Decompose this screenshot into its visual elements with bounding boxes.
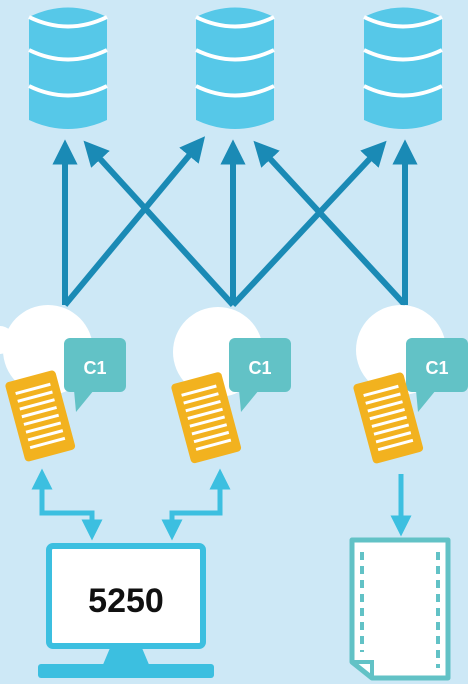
arrow-node1-terminal xyxy=(31,468,103,541)
node-2: C1 xyxy=(171,307,291,464)
arrow-node2-db3 xyxy=(230,140,387,308)
arrow-node2-terminal xyxy=(161,468,231,541)
badge-c1: C1 xyxy=(406,338,468,412)
database-icon xyxy=(363,7,443,129)
arrow-node3-db2 xyxy=(253,140,408,308)
badge-c1: C1 xyxy=(64,338,126,412)
document-icon xyxy=(353,372,424,464)
monitor-icon: 5250 xyxy=(38,543,214,678)
node-1: C1 xyxy=(0,305,126,462)
arrow-node1-db2 xyxy=(62,136,206,307)
badge-c1: C1 xyxy=(229,338,291,412)
arrow-node2-db1 xyxy=(83,140,236,308)
badge-label: C1 xyxy=(425,358,448,378)
database-icon xyxy=(195,7,275,129)
badge-label: C1 xyxy=(248,358,271,378)
printout-icon xyxy=(349,537,451,681)
connection-arrows xyxy=(52,136,418,308)
database-icon xyxy=(28,7,108,129)
node-3: C1 xyxy=(353,305,468,464)
document-icon xyxy=(171,372,242,464)
badge-label: C1 xyxy=(83,358,106,378)
document-icon xyxy=(5,370,76,462)
terminal-label: 5250 xyxy=(88,582,164,620)
terminal-connectors xyxy=(31,468,412,541)
